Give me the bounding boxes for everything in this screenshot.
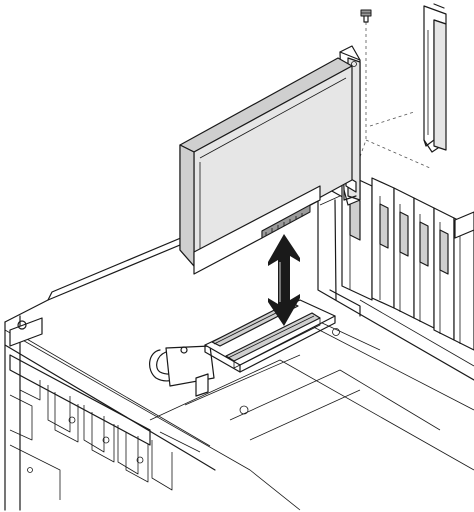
rear-slot-wall bbox=[317, 171, 474, 381]
drive-bay-cage bbox=[9, 317, 201, 500]
chassis bbox=[4, 213, 474, 511]
pcie-adapter-card bbox=[179, 45, 361, 275]
guide-lines bbox=[355, 22, 431, 169]
screw bbox=[360, 9, 372, 23]
double-arrow bbox=[268, 234, 300, 326]
slot-filler-bracket bbox=[423, 3, 447, 153]
cable bbox=[149, 345, 215, 397]
pcie-slot-2 bbox=[225, 312, 321, 369]
